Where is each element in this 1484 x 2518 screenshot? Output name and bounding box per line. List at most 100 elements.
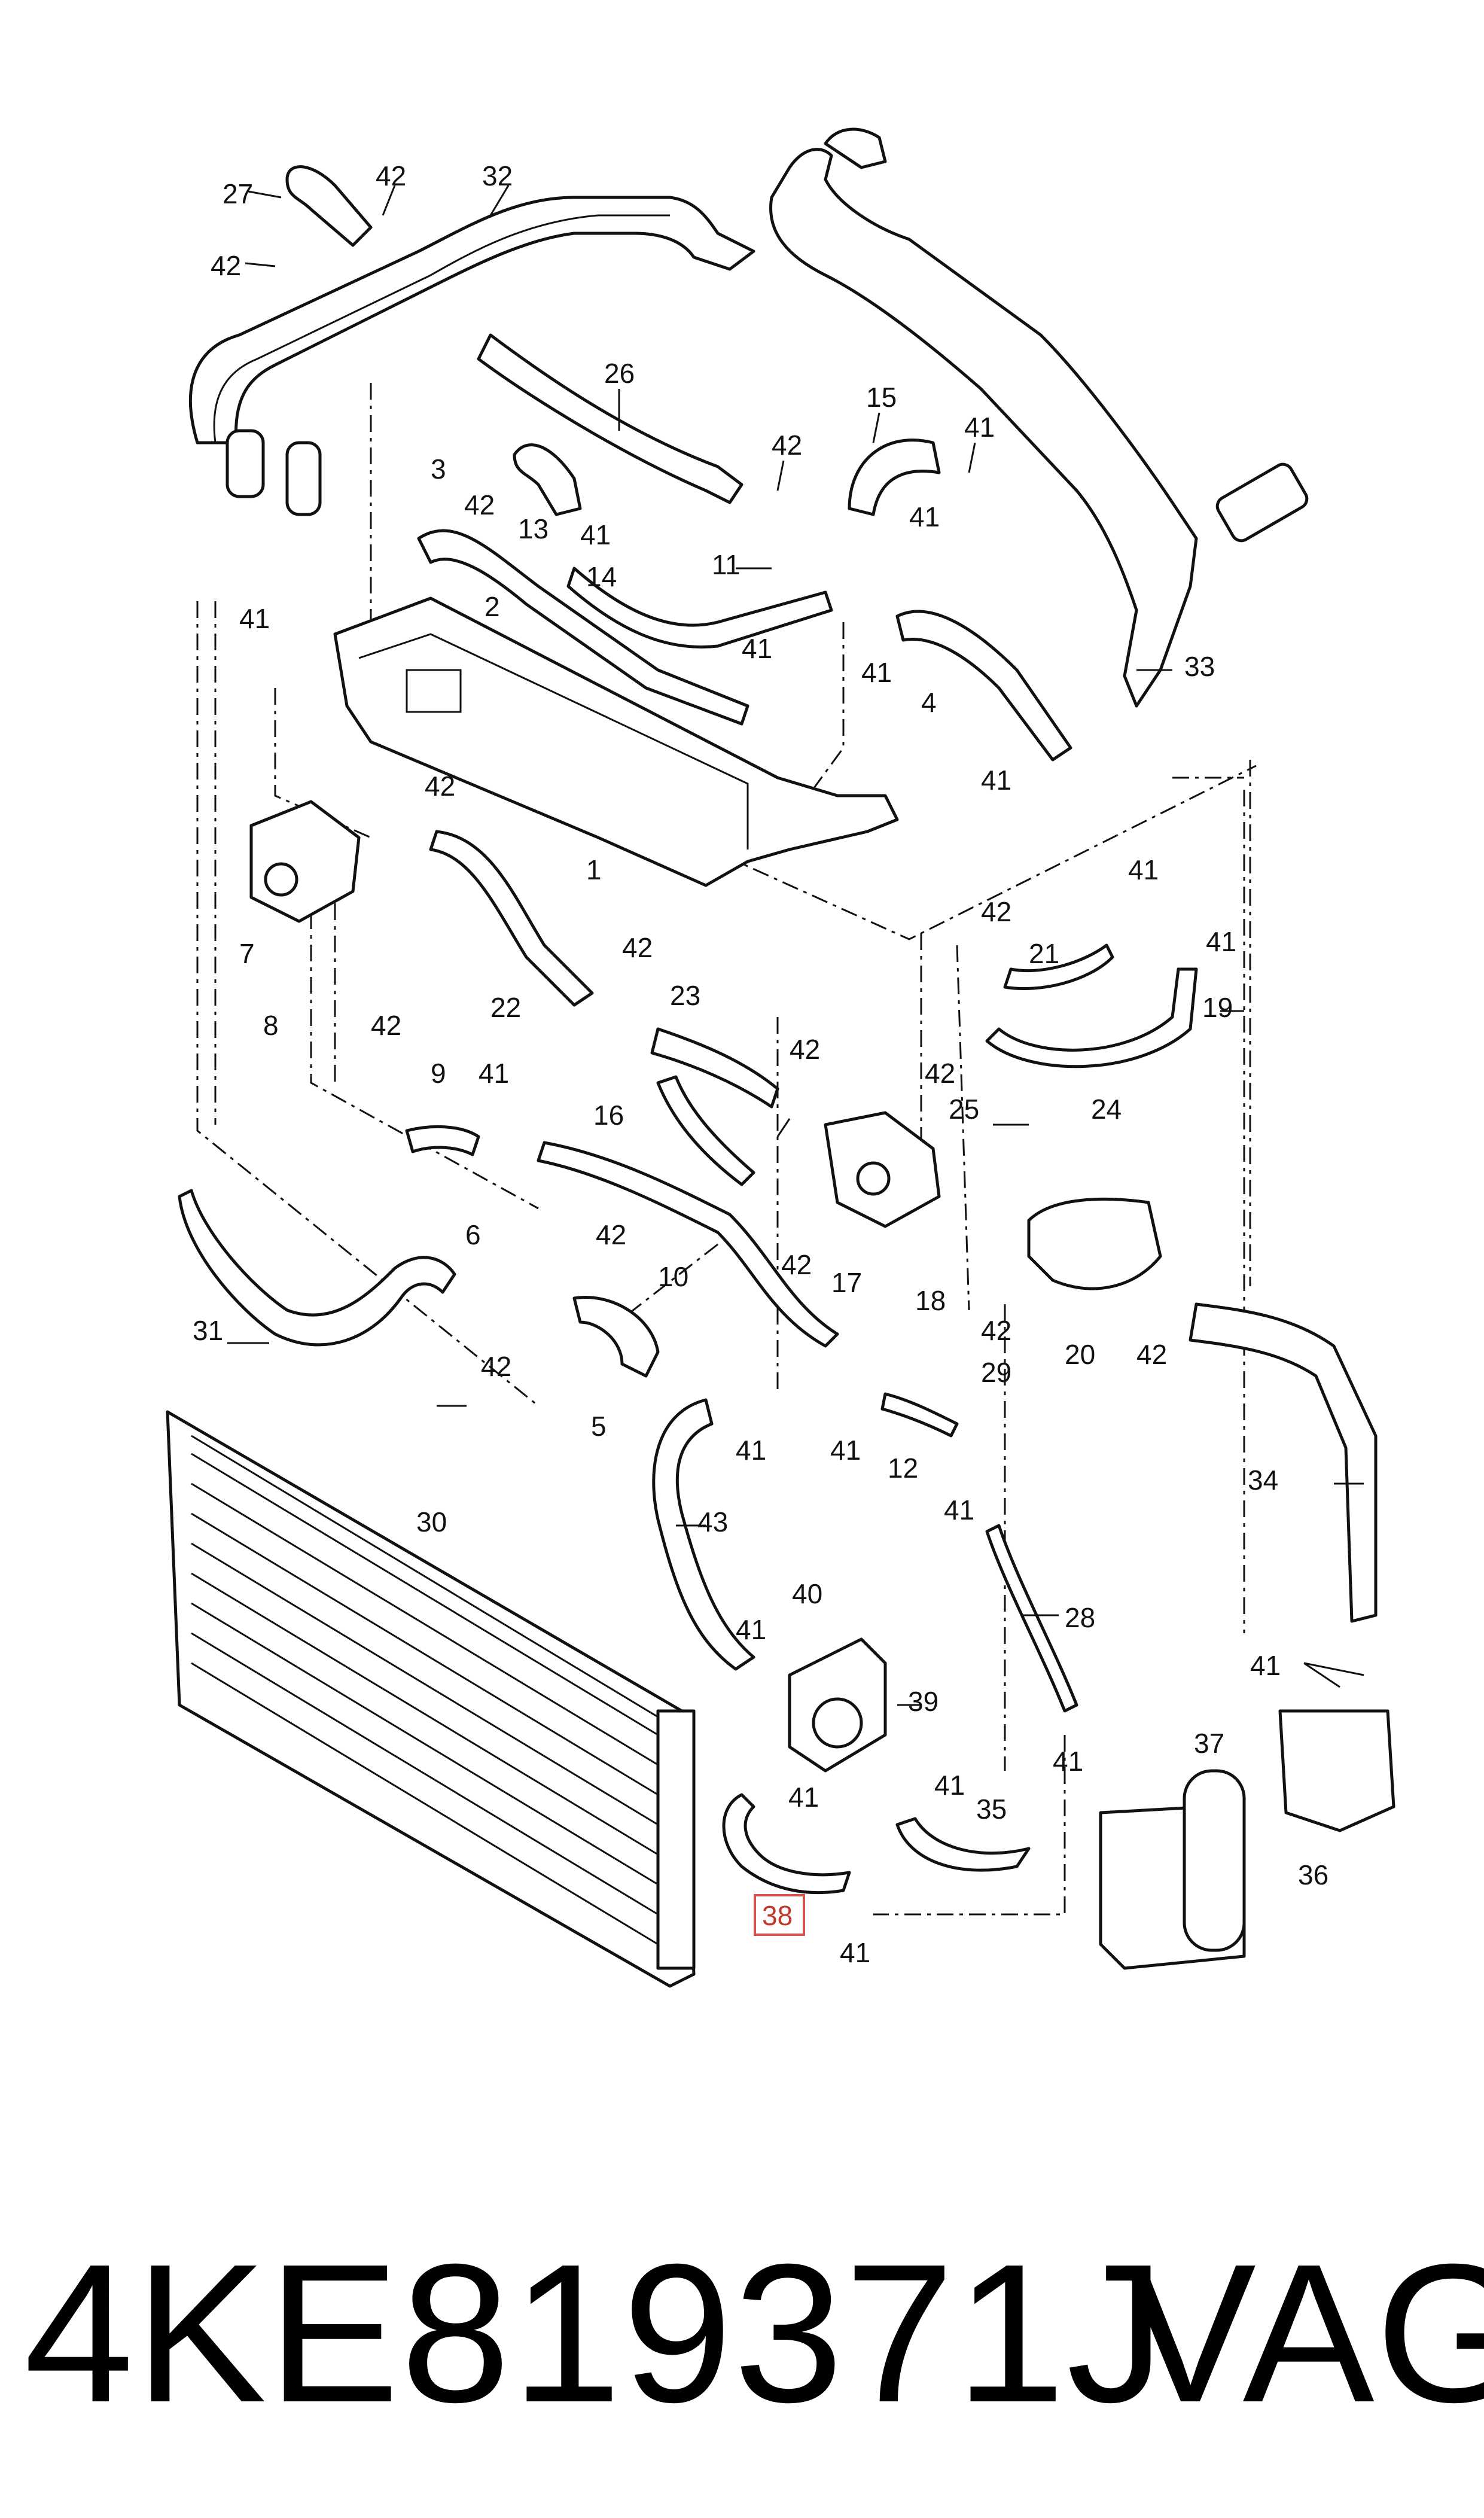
callout-42: 42 [981, 896, 1011, 927]
hose-35 [895, 1817, 1031, 1872]
callout-30: 30 [416, 1506, 447, 1537]
hose-14 [566, 567, 833, 648]
callout-5: 5 [591, 1411, 607, 1442]
hose-28 [985, 1524, 1078, 1713]
callout-6: 6 [465, 1219, 481, 1250]
callout-32: 32 [482, 160, 513, 191]
hose-13 [513, 443, 582, 516]
callout-16: 16 [593, 1100, 624, 1131]
hose-10 [537, 1141, 839, 1348]
callout-19: 19 [1202, 992, 1233, 1023]
filter-36 [1278, 1709, 1395, 1832]
callout-1: 1 [586, 854, 602, 885]
callout-43: 43 [697, 1506, 728, 1537]
callout-42: 42 [211, 250, 241, 281]
callout-41: 41 [239, 603, 270, 634]
hoses [178, 165, 1378, 1895]
callout-37: 37 [1194, 1728, 1224, 1759]
callout-41: 41 [861, 657, 892, 688]
callout-17: 17 [831, 1267, 862, 1298]
hose-20 [1027, 1197, 1162, 1290]
callout-42: 42 [622, 932, 653, 963]
callout-42: 42 [981, 1315, 1011, 1346]
part-number: 4KE819371J [24, 2222, 1166, 2443]
hose-3 [417, 529, 749, 726]
callout-33: 33 [1184, 651, 1215, 682]
hose-26 [477, 333, 743, 504]
coolant-hose-exploded-diagram: 27 42 32 42 26 15 42 41 42 3 13 41 41 11… [166, 127, 1395, 1988]
heater-37 [1099, 1769, 1246, 1970]
callout-14: 14 [586, 561, 617, 592]
callout-42: 42 [481, 1351, 511, 1382]
callout-41: 41 [964, 412, 995, 443]
callout-labels: 27 42 32 42 26 15 42 41 42 3 13 41 41 11… [193, 160, 1328, 1968]
callout-12: 12 [888, 1453, 918, 1484]
hose-43 [652, 1398, 755, 1671]
callout-8: 8 [263, 1010, 279, 1041]
callout-29: 29 [981, 1357, 1011, 1388]
callout-42: 42 [790, 1034, 820, 1065]
callout-34: 34 [1248, 1464, 1278, 1496]
callout-41: 41 [934, 1770, 965, 1801]
callout-41: 41 [580, 519, 611, 550]
callout-23: 23 [670, 980, 700, 1011]
callout-21: 21 [1029, 938, 1059, 969]
callout-26: 26 [604, 358, 635, 389]
hose-31 [178, 1189, 456, 1347]
callout-7: 7 [239, 938, 255, 969]
callout-41: 41 [736, 1614, 766, 1645]
callout-27: 27 [223, 178, 253, 209]
callout-41: 41 [736, 1435, 766, 1466]
callout-42: 42 [772, 430, 802, 461]
callout-42: 42 [371, 1010, 401, 1041]
hose-21 [1003, 943, 1114, 990]
callout-22: 22 [490, 992, 521, 1023]
valve-unit-7 [249, 800, 361, 923]
valve-unit-17 [824, 1111, 941, 1228]
callout-41: 41 [944, 1494, 974, 1526]
callout-15: 15 [866, 382, 897, 413]
hose-9 [405, 1125, 480, 1156]
pipe-assembly-33 [769, 127, 1309, 708]
callout-42: 42 [1136, 1339, 1167, 1370]
callout-41: 41 [1206, 926, 1236, 957]
callout-11: 11 [712, 549, 741, 580]
callout-28: 28 [1065, 1602, 1095, 1633]
callout-42: 42 [464, 489, 495, 520]
callout-10: 10 [658, 1261, 688, 1292]
callout-24: 24 [1091, 1094, 1122, 1125]
hose-5 [572, 1296, 660, 1378]
pipe-assembly-32 [188, 196, 755, 516]
callout-36: 36 [1298, 1859, 1328, 1890]
callout-41: 41 [1053, 1746, 1083, 1777]
brand-label: VAG [1125, 2222, 1484, 2443]
hose-16 [656, 1075, 755, 1186]
callout-39: 39 [908, 1686, 938, 1717]
callout-42: 42 [376, 160, 406, 191]
callout-41: 41 [742, 633, 772, 664]
callout-41: 41 [1250, 1650, 1281, 1681]
callout-41: 41 [479, 1058, 509, 1089]
callout-18: 18 [915, 1285, 946, 1316]
hose-27 [285, 165, 373, 247]
radiator-fins [191, 1453, 659, 1945]
callout-42: 42 [596, 1219, 626, 1250]
callout-41: 41 [909, 501, 940, 532]
hose-38 [722, 1793, 851, 1895]
callout-41: 41 [1128, 854, 1159, 885]
callout-42: 42 [781, 1249, 812, 1280]
hose-23 [650, 1027, 779, 1109]
hose-12 [880, 1392, 959, 1438]
callout-38-highlighted: 38 [762, 1900, 793, 1931]
callout-42: 42 [425, 771, 455, 802]
radiator-30 [166, 1410, 696, 1988]
highlighted-part-box [754, 1894, 805, 1936]
callout-2: 2 [484, 591, 500, 622]
callout-42: 42 [925, 1058, 955, 1089]
callout-40: 40 [792, 1578, 822, 1609]
callout-41: 41 [981, 765, 1011, 796]
hose-34 [1189, 1302, 1378, 1623]
pump-39 [788, 1637, 887, 1773]
hose-22 [429, 830, 594, 1007]
callout-3: 3 [431, 453, 446, 485]
